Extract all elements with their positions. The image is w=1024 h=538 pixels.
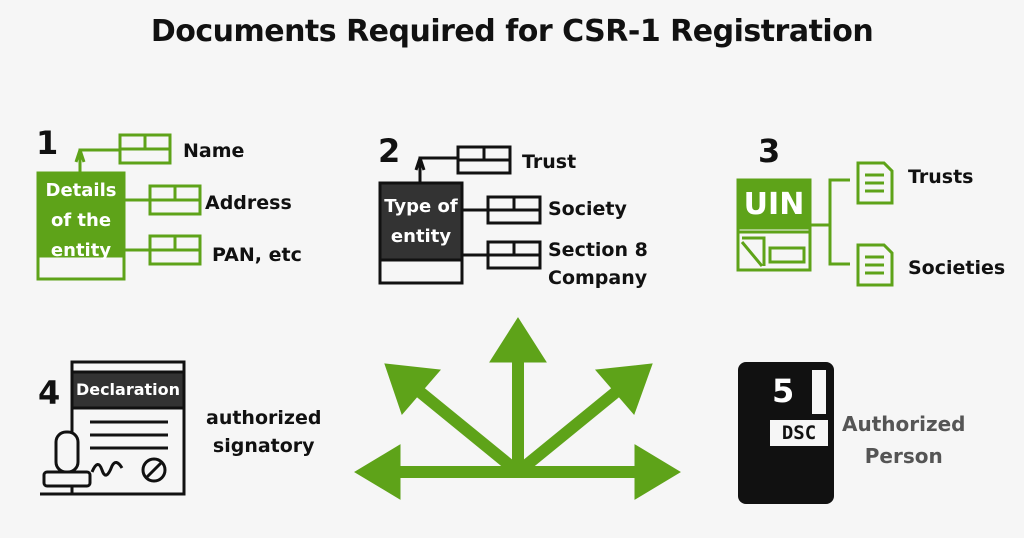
- declaration-stamp-icon: [40, 360, 186, 496]
- step-3-box-title: UIN: [743, 187, 805, 222]
- step-1-item-name: Name: [183, 140, 245, 162]
- label-line: authorized: [206, 407, 322, 429]
- item-line: Section 8: [548, 239, 648, 261]
- step-5-label: Authorized Person: [842, 408, 966, 472]
- item-line: Company: [548, 267, 648, 289]
- document-icon: [856, 243, 894, 287]
- box-line: Type of: [384, 196, 458, 217]
- step-3-item-societies: Societies: [908, 257, 1006, 279]
- step-2-number: 2: [378, 132, 401, 170]
- label-line: Authorized: [842, 412, 966, 436]
- step-1-item-pan: PAN, etc: [212, 244, 302, 266]
- step-3-number: 3: [758, 132, 781, 170]
- page-title: Documents Required for CSR-1 Registratio…: [150, 14, 874, 49]
- step-2-box-title: Type of entity: [378, 192, 464, 252]
- label-line: Person: [864, 444, 943, 468]
- label-line: signatory: [212, 435, 315, 457]
- box-line: Details: [45, 180, 117, 201]
- step-2-item-section8: Section 8 Company: [548, 236, 648, 292]
- step-5-number: 5: [772, 372, 795, 410]
- step-4-header-text: Declaration: [75, 380, 181, 399]
- step-4-label: authorized signatory: [206, 404, 321, 460]
- box-line: of the: [50, 210, 112, 231]
- dsc-card-icon: [738, 362, 834, 504]
- form-icon: [36, 133, 202, 281]
- step-3-item-trusts: Trusts: [908, 166, 974, 188]
- box-line: entity: [390, 226, 452, 247]
- step-5-card-text: DSC: [781, 422, 817, 444]
- step-1-box-title: Details of the entity: [36, 176, 126, 266]
- step-2-item-society: Society: [548, 198, 627, 220]
- uin-card-icon: [736, 178, 850, 272]
- step-2-item-trust: Trust: [522, 151, 577, 173]
- step-1-number: 1: [36, 124, 59, 162]
- document-icon: [856, 161, 894, 205]
- step-4-number: 4: [38, 374, 61, 412]
- arrows-icon: [354, 317, 681, 500]
- step-1-item-address: Address: [205, 192, 292, 214]
- box-line: entity: [50, 240, 112, 261]
- form-icon: [378, 145, 542, 285]
